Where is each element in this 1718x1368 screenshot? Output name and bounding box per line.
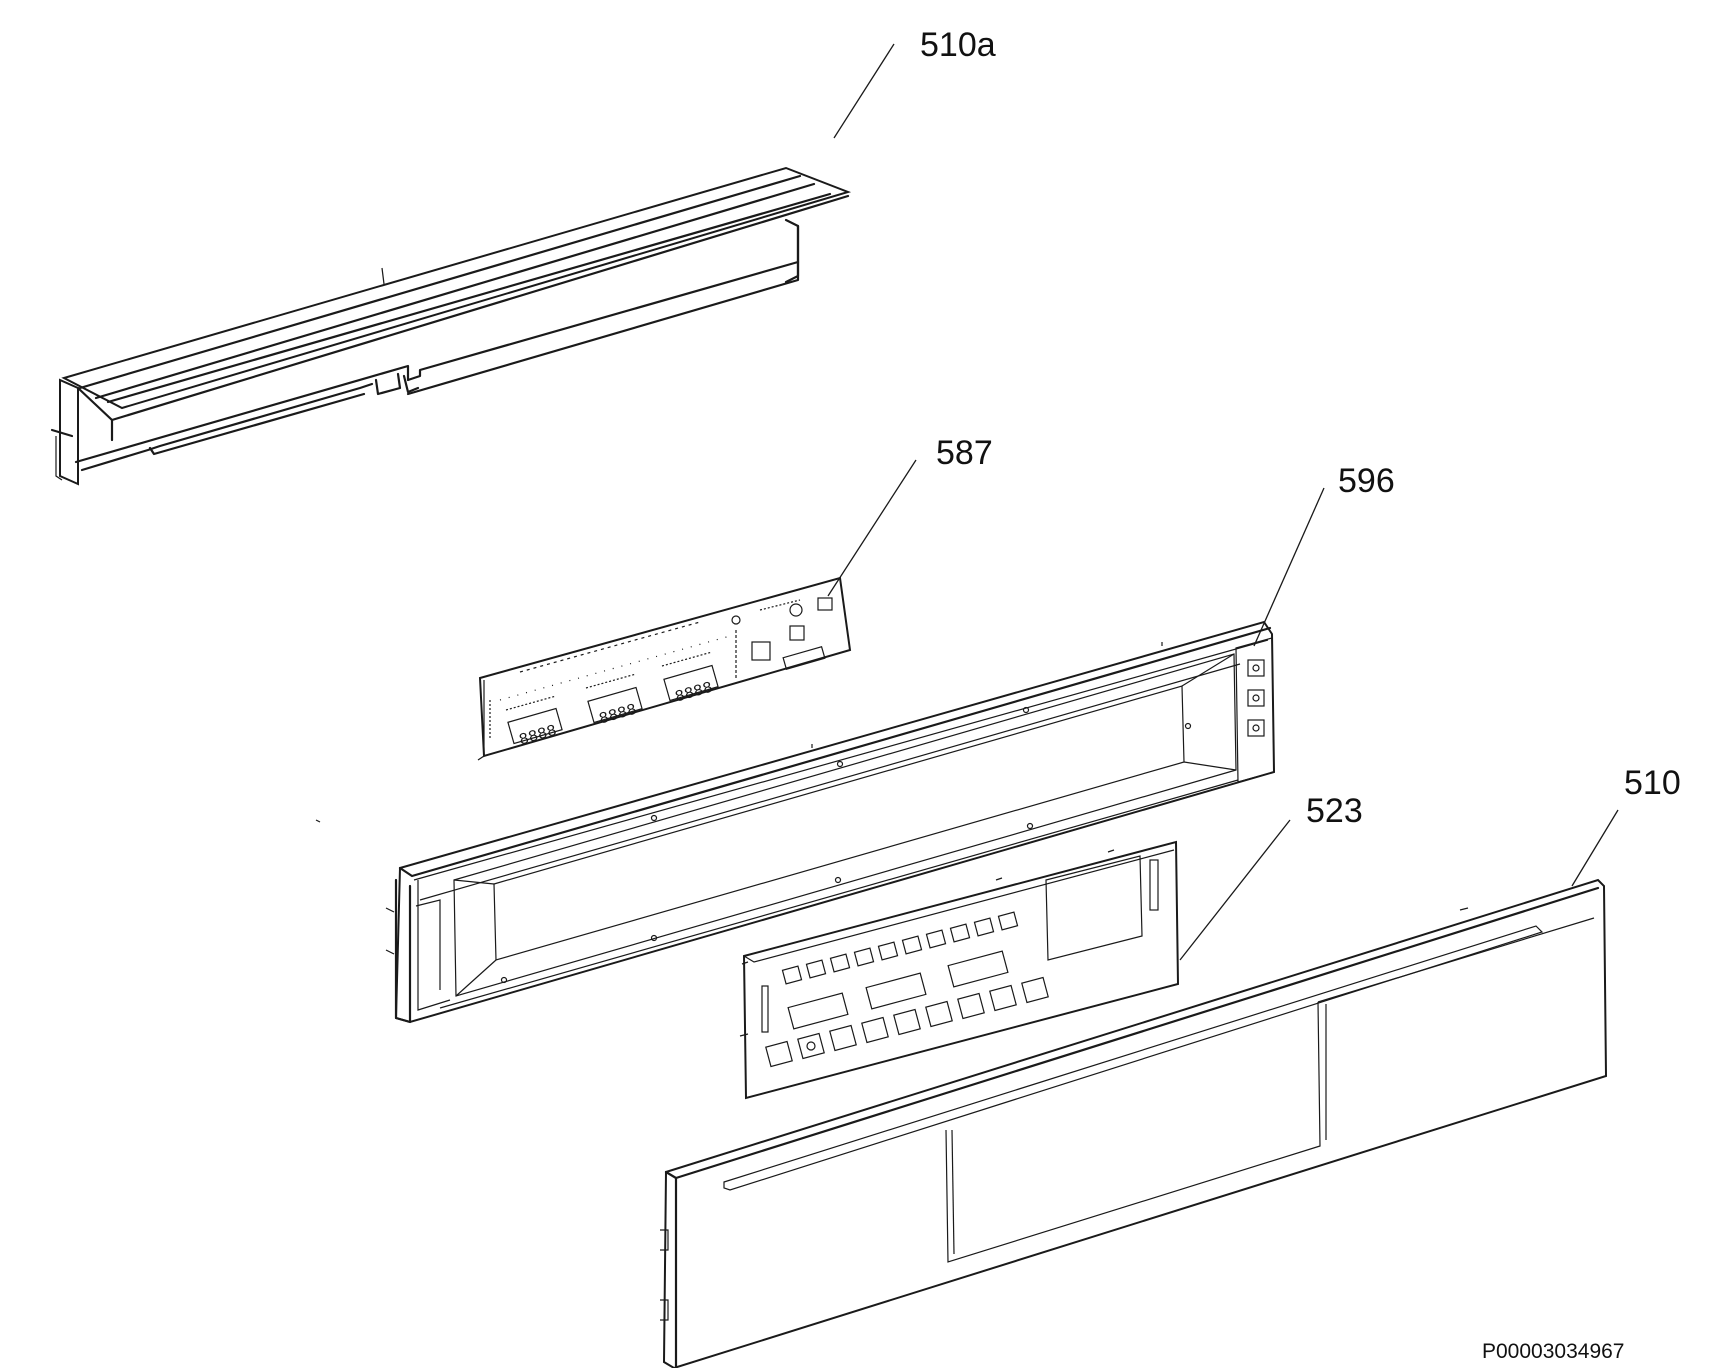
part-523-keypad-plate xyxy=(739,840,1180,1100)
leader-596 xyxy=(1253,487,1325,647)
leader-523 xyxy=(1179,819,1291,961)
label-596: 596 xyxy=(1338,462,1395,500)
key-row-top xyxy=(781,911,1019,985)
part-510-front-panel xyxy=(660,878,1608,1368)
label-587: 587 xyxy=(936,434,993,472)
label-510: 510 xyxy=(1624,764,1681,802)
leader-510a xyxy=(833,43,895,139)
leader-587 xyxy=(827,459,917,597)
label-510a: 510a xyxy=(920,26,996,64)
part-587-pcb: 8888 8888 8888 xyxy=(477,576,852,761)
part-596-frame xyxy=(315,620,1276,1024)
label-523: 523 xyxy=(1306,792,1363,830)
drawing-code: P00003034967 xyxy=(1482,1340,1624,1363)
part-510a-rail xyxy=(50,166,852,486)
key-row-bottom xyxy=(765,976,1049,1068)
leader-510 xyxy=(1571,809,1619,887)
leader-lines xyxy=(827,43,1619,961)
